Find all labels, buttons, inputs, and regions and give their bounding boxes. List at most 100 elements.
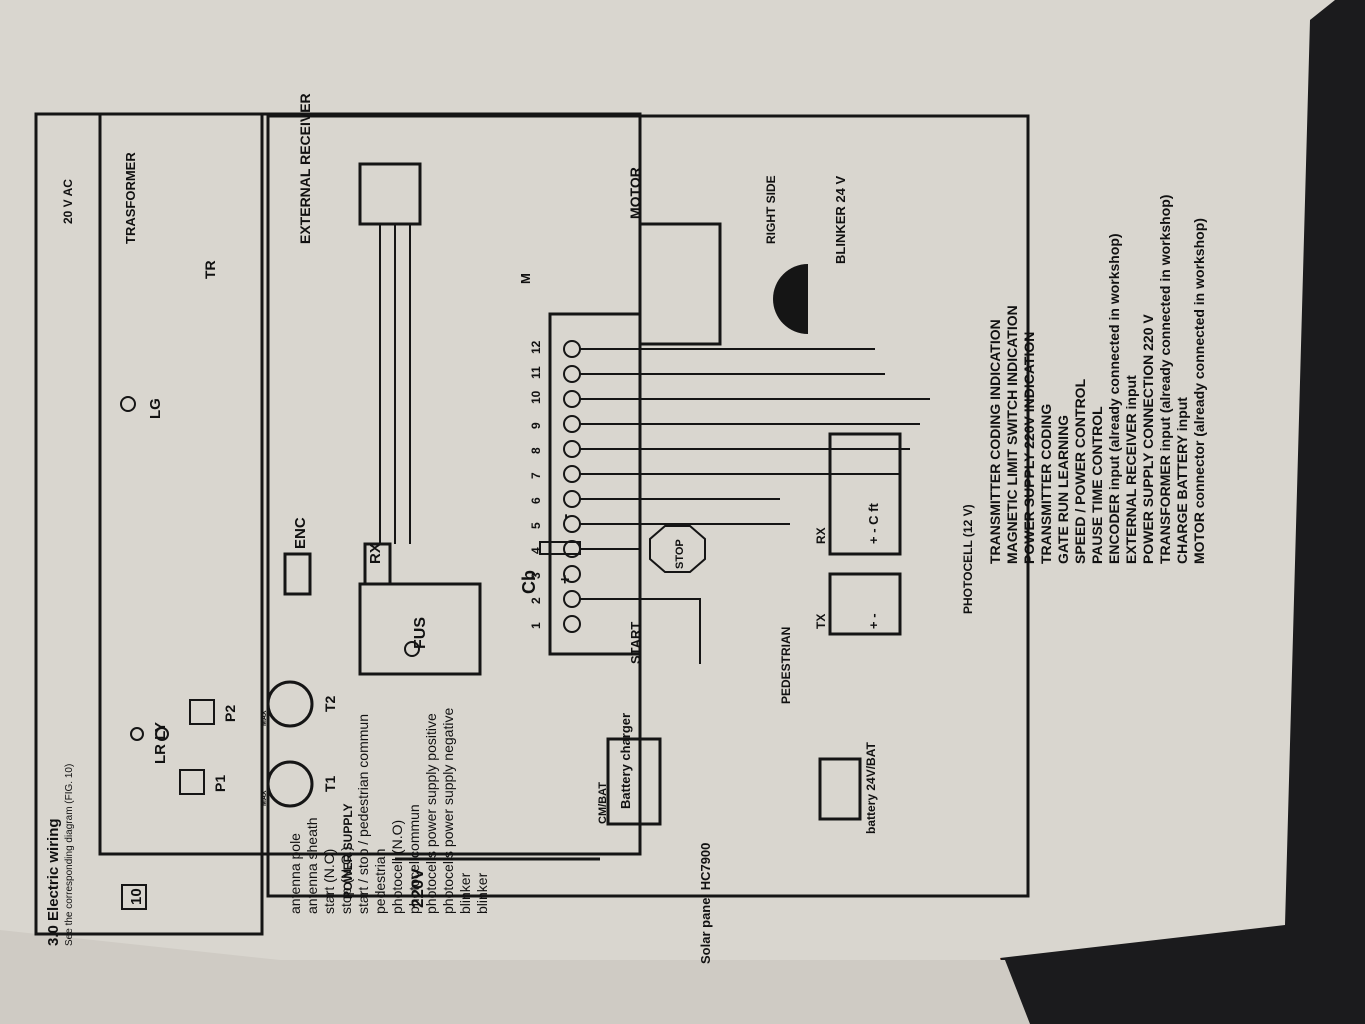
- trimmer-t1[interactable]: [266, 760, 314, 808]
- terminal-number-9: 9: [529, 422, 543, 429]
- legend-enc: ENCODER input (already connected in work…: [1106, 233, 1122, 564]
- ac-label: 20 V AC: [61, 179, 75, 224]
- legend-lr: TRANSMITTER CODING INDICATION: [987, 319, 1003, 564]
- manual-page: [0, 0, 1335, 1024]
- mains-label: 220V: [408, 868, 427, 908]
- terminal-number-8: 8: [529, 447, 543, 454]
- tx-label: TX: [814, 614, 828, 629]
- legend-terminal-1: antenna pole: [287, 833, 303, 914]
- legend-terminal-11: blinker: [457, 872, 473, 914]
- blinker-lamp-icon: [773, 264, 808, 334]
- figure-number-box: [121, 884, 147, 910]
- rx-connector: [363, 542, 392, 586]
- battery-box: [818, 757, 862, 821]
- terminal-legend: antenna pole antenna sheath start (N.O) …: [287, 708, 490, 914]
- blinker-label: BLINKER 24 V: [833, 176, 848, 264]
- legend-tr: TRANSFORMER input (already connected in …: [1157, 195, 1173, 564]
- trimmer-t2[interactable]: [266, 680, 314, 728]
- page-bottom-shadow: [0, 930, 1030, 1024]
- legend-terminal-12: blinker: [474, 872, 490, 914]
- terminal-numbers: 1 2 3 4 5 6 7 8 9 10 11 12: [529, 340, 543, 629]
- solar-label: Solar panel HC7900: [698, 843, 713, 964]
- terminal-screws: [563, 340, 581, 633]
- t1-label: T1: [322, 775, 338, 792]
- terminal-number-7: 7: [529, 472, 543, 479]
- terminal-block: [548, 312, 642, 656]
- legend-terminal-2: antenna sheath: [304, 817, 320, 914]
- battery-label: battery 24V/BAT: [864, 742, 878, 834]
- legend-p2: GATE RUN LEARNING: [1055, 415, 1071, 564]
- external-receiver-label: EXTERNAL RECEIVER: [297, 93, 313, 244]
- power-supply-label: POWER SUPPLY: [341, 803, 355, 899]
- fuse-housing: [358, 582, 482, 676]
- legend-terminal-4: stop (N.C.): [338, 846, 354, 914]
- enc-connector: [283, 552, 312, 596]
- lg-label: LG: [147, 398, 164, 419]
- legend-fus: POWER SUPPLY CONNECTION 220 V: [1140, 314, 1156, 564]
- fus-label: FUS: [412, 617, 429, 649]
- legend-terminal-5: start / stop / pedestrian commun: [355, 714, 371, 914]
- led-lr: [130, 727, 144, 741]
- legend-terminal-7: photocell (N.O): [389, 820, 405, 914]
- led-ly: [155, 727, 169, 741]
- legend-cb: CHARGE BATTERY input: [1174, 397, 1190, 564]
- legend-m: MOTOR connector (already connected in wo…: [1191, 218, 1207, 564]
- start-label: START: [628, 622, 643, 664]
- m-label: M: [518, 273, 533, 284]
- cm-bat-label: CM/BAT: [597, 782, 609, 824]
- motor-box: [638, 222, 722, 346]
- terminal-number-2: 2: [529, 597, 543, 604]
- p1-label: P1: [212, 775, 228, 792]
- component-legend: TRANSMITTER CODING INDICATION MAGNETIC L…: [987, 195, 1207, 564]
- legend-lv: MAGNETIC LIMIT SWITCH INDICATION: [1004, 305, 1020, 564]
- legend-terminal-9: photocells power supply positive: [423, 713, 439, 914]
- legend-terminal-10: photocells power supply negative: [440, 708, 456, 914]
- subheading: See the corresponding diagram (FIG. 10): [64, 764, 75, 946]
- max-label-t1: MAX: [261, 790, 268, 806]
- key-p1[interactable]: [179, 769, 205, 795]
- p2-label: P2: [222, 705, 238, 722]
- photocell-rx: [828, 432, 902, 556]
- terminal-number-1: 1: [529, 622, 543, 629]
- terminal-screw: [563, 565, 581, 583]
- legend-terminal-3: start (N.O): [321, 849, 337, 914]
- rotated-page-content: 3.0 Electric wiring See the correspondin…: [34, 93, 1207, 964]
- photocell-label: PHOTOCELL (12 V): [961, 504, 975, 614]
- legend-terminal-6: pedestrian: [372, 849, 388, 914]
- rx-terms: + - C ft: [866, 503, 881, 544]
- rx-board-label: RX: [367, 543, 384, 564]
- heading: 3.0 Electric wiring: [45, 818, 62, 946]
- legend-terminal-8: photocellcommun: [406, 804, 422, 914]
- t2-label: T2: [322, 695, 338, 712]
- cb-label: Cb: [519, 570, 539, 594]
- battery-charger: [606, 737, 662, 826]
- transformer-label: TRASFORMER: [123, 152, 138, 244]
- right-side-label: RIGHT SIDE: [764, 175, 778, 244]
- tr-label: TR: [202, 260, 218, 279]
- key-p2[interactable]: [189, 699, 215, 725]
- terminal-screw: [563, 615, 581, 633]
- legend-p1: TRANSMITTER CODING: [1038, 404, 1054, 564]
- rx-label: RX: [814, 527, 828, 544]
- terminal-number-5: 5: [529, 522, 543, 529]
- tx-terms: + -: [866, 613, 881, 629]
- legend-lg: POWER SUPPLY 220V INDICATION: [1021, 332, 1037, 564]
- diagram-frame: [266, 114, 1030, 898]
- terminal-number-10: 10: [529, 390, 543, 404]
- max-label-t2: MAX: [261, 710, 268, 726]
- wire-start: [580, 598, 701, 664]
- charger-label: Battery charger: [618, 713, 633, 809]
- photocell-tx: [828, 572, 902, 636]
- legend-t1: SPEED / POWER CONTROL: [1072, 378, 1088, 564]
- terminal-number-11: 11: [529, 366, 543, 379]
- terminal-number-12: 12: [529, 340, 543, 354]
- legend-rx: EXTERNAL RECEIVER input: [1123, 375, 1139, 564]
- terminal-number-6: 6: [529, 497, 543, 504]
- terminal-number-4: 4: [529, 547, 543, 554]
- led-lg: [120, 396, 136, 412]
- motor-label: MOTOR: [627, 167, 643, 219]
- enc-label: ENC: [292, 517, 309, 549]
- figure-number: 10: [128, 888, 145, 905]
- stop-octagon: [649, 525, 706, 573]
